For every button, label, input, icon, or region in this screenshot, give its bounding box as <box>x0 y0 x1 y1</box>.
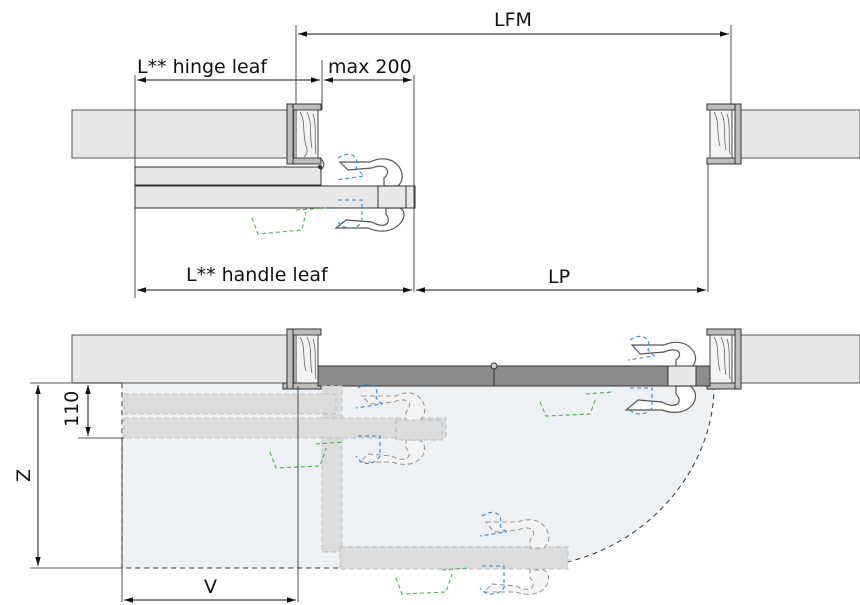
d110-label: 110 <box>61 391 83 427</box>
handle-ghost-middle <box>358 392 443 465</box>
blue-ghost-top <box>335 153 366 229</box>
left-wall-bottom <box>71 334 295 384</box>
lfm-label: LFM <box>494 9 532 31</box>
green-ghost-closed <box>539 391 613 417</box>
green-ghost-bottom <box>395 567 471 595</box>
green-ghost-top <box>251 207 327 235</box>
right-frame-top <box>706 103 742 165</box>
hinge-leaf <box>134 166 322 186</box>
handle-top <box>334 158 407 232</box>
right-wall-bottom <box>734 334 860 384</box>
partial-leaf-lower <box>123 417 447 439</box>
closed-door-bar <box>317 365 711 387</box>
v-label: V <box>204 576 217 598</box>
left-wall-top <box>71 109 295 159</box>
blue-ghost-middle <box>355 383 384 465</box>
opened-handle-leaf <box>339 546 569 570</box>
left-frame-top <box>286 103 322 165</box>
bottom-view: 110 Z V <box>13 328 860 603</box>
green-ghost-middle <box>269 441 345 469</box>
blue-ghost-closed <box>627 335 656 415</box>
top-view: LFM L** hinge leaf max 200 L** handle le… <box>71 9 860 298</box>
right-wall-top <box>734 109 860 159</box>
left-frame-bottom <box>282 328 322 390</box>
right-frame-bottom <box>706 328 742 390</box>
hinge-leaf-label: L** hinge leaf <box>137 56 268 78</box>
handle-leaf <box>134 185 416 209</box>
blue-ghost-bottom <box>479 511 508 595</box>
max-200-label: max 200 <box>328 56 412 78</box>
z-label: Z <box>13 469 35 482</box>
handle-leaf-label: L** handle leaf <box>186 264 329 286</box>
partial-leaf-upper <box>123 393 337 415</box>
lp-label: LP <box>548 266 570 288</box>
